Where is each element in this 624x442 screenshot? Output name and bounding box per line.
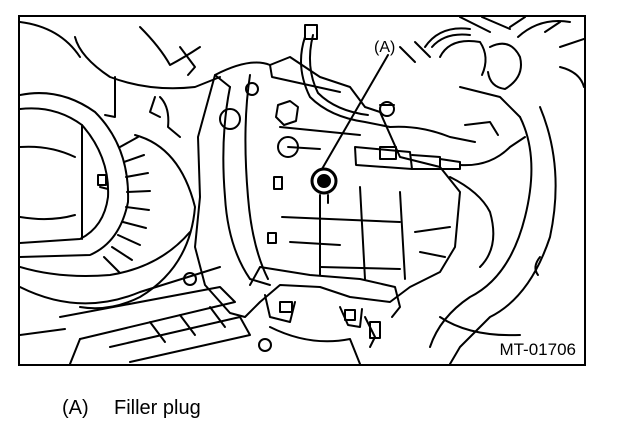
wiring-harness [300,24,526,170]
right-assembly [399,17,584,364]
filler-plug [310,167,338,204]
figure-frame: (A) MT-01706 [18,15,586,366]
legend-key: (A) [62,397,89,419]
legend-item: (A) Filler plug [62,397,201,420]
upper-hoses [20,21,221,138]
callout-label-a: (A) [374,39,396,56]
legend-text: Filler plug [114,397,201,419]
transmission-case [194,56,461,364]
figure-code: MT-01706 [497,340,578,360]
transmission-line-drawing [20,17,584,364]
lower-linkage [20,266,272,364]
legend: (A) Filler plug [62,397,201,420]
